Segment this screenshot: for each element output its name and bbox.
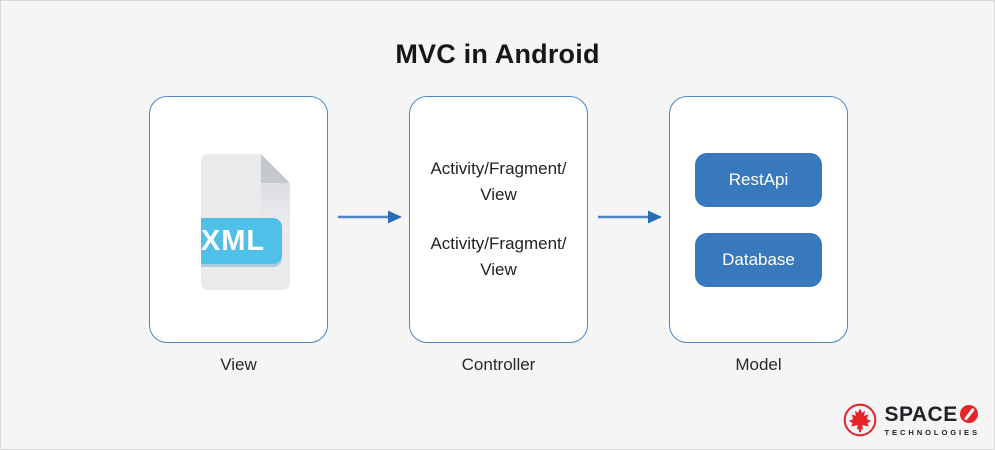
xml-badge: XML	[184, 218, 282, 264]
brand-tagline: TECHNOLOGIES	[884, 427, 980, 437]
controller-item: Activity/Fragment/ View	[430, 156, 566, 209]
controller-item-line1: Activity/Fragment/	[430, 233, 567, 253]
page-title: MVC in Android	[395, 39, 600, 69]
view-label: View	[220, 355, 257, 374]
brand-logo: SPACE TECHNOLOGIES	[843, 403, 980, 437]
maple-leaf-icon	[844, 403, 877, 437]
controller-item: Activity/Fragment/ View	[430, 231, 566, 284]
view-box: XML	[149, 96, 328, 343]
controller-label: Controller	[461, 355, 536, 374]
arrow-right-icon	[338, 210, 402, 224]
restapi-chip: RestApi	[695, 152, 822, 207]
brand-name: SPACE	[884, 402, 958, 426]
folded-corner	[261, 154, 290, 183]
controller-box: Activity/Fragment/ View Activity/Fragmen…	[409, 96, 588, 343]
model-box: RestApi Database	[669, 96, 848, 343]
controller-item-line1: Activity/Fragment/	[430, 158, 567, 178]
fold-shadow	[261, 183, 290, 221]
slashed-o-icon	[959, 405, 978, 423]
brand-text: SPACE TECHNOLOGIES	[884, 404, 980, 437]
arrow-right-icon	[598, 210, 662, 224]
controller-item-line2: View	[480, 185, 517, 205]
controller-item-line2: View	[480, 259, 517, 279]
xml-file-icon: XML	[201, 154, 290, 290]
database-chip: Database	[695, 232, 822, 287]
model-label: Model	[735, 355, 782, 374]
